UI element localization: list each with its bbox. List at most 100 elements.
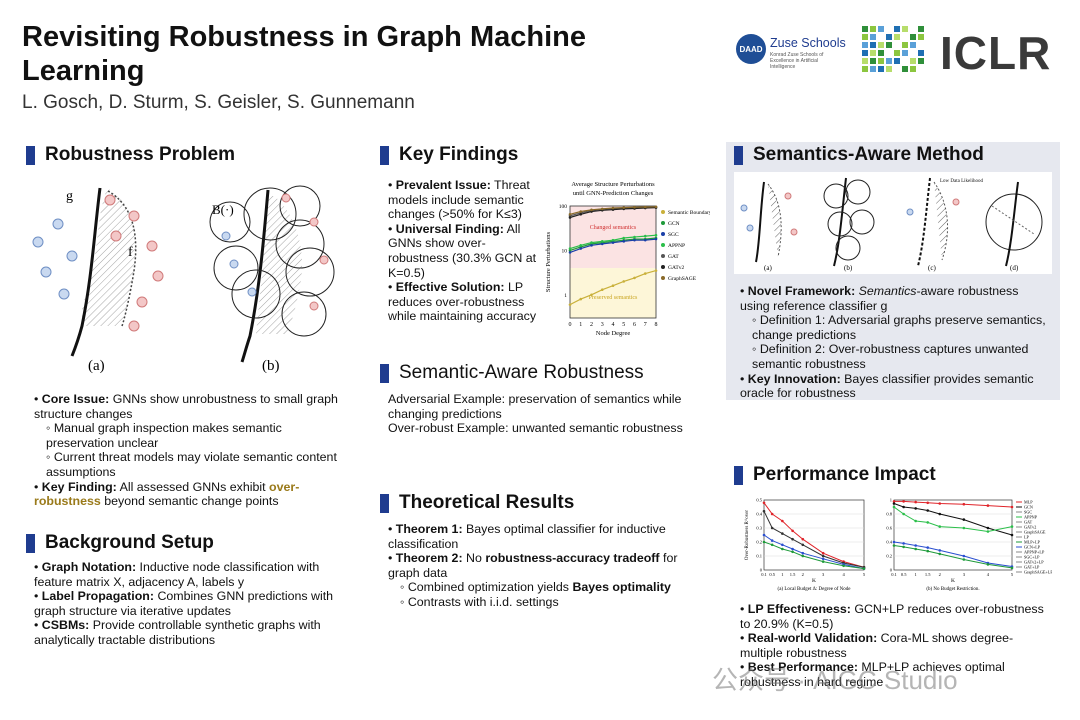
- method-panel-c: Low Data Likelihood (c): [906, 177, 984, 272]
- series-line-gcn: [763, 510, 865, 568]
- section-marker: [26, 145, 35, 165]
- logo-tile: [918, 58, 924, 64]
- x-tick-label: 1: [579, 322, 582, 328]
- logo-tile: [894, 58, 900, 64]
- data-point: [633, 235, 636, 239]
- data-point: [902, 512, 905, 516]
- data-point: [902, 500, 905, 503]
- panel-label-a: (a): [88, 358, 105, 374]
- x-tick-label: 5: [863, 572, 866, 577]
- logo-tile: [918, 50, 924, 56]
- legend-label: GATv2: [668, 265, 684, 271]
- y-axis-label: Over-Robustness R^over: [745, 510, 750, 560]
- data-point: [643, 205, 647, 209]
- data-point: [568, 249, 572, 252]
- data-point: [622, 240, 626, 243]
- series-line-gcn-pluslp: [893, 541, 1013, 567]
- data-point: [801, 537, 805, 541]
- logo-tile: [862, 58, 868, 64]
- x-tick-label: 1: [915, 572, 917, 577]
- data-point: [986, 530, 990, 533]
- data-point: [622, 280, 626, 283]
- logo-tile: [870, 66, 876, 72]
- logo-tile: [878, 50, 884, 56]
- legend-label: APPNP: [1024, 515, 1038, 520]
- subplot-caption: (b) No Budget Restriction.: [926, 587, 979, 592]
- data-point: [579, 247, 583, 250]
- legend-label: APPNP: [668, 243, 685, 249]
- x-axis-label: K: [812, 578, 816, 584]
- data-point: [762, 533, 766, 537]
- legend-label: Semantic Boundary: [668, 210, 710, 216]
- logo-tile: [910, 42, 916, 48]
- data-point: [938, 525, 942, 528]
- data-point: [622, 206, 626, 209]
- plot-frame: [763, 499, 865, 571]
- series-line-gcn-pluslp: [763, 534, 865, 570]
- legend-label: SGC+LP: [1024, 555, 1040, 560]
- data-point: [600, 207, 604, 211]
- legend-label: GCN: [1024, 505, 1033, 510]
- background-bullets: • Graph Notation: Inductive node classif…: [34, 560, 344, 648]
- data-point: [770, 526, 774, 530]
- section-marker: [734, 465, 743, 485]
- preserved-region: [570, 268, 656, 318]
- data-point: [926, 546, 930, 549]
- fig-label: (b): [844, 264, 853, 272]
- legend-marker: [661, 210, 665, 214]
- x-tick-label: 4: [842, 572, 845, 577]
- legend-label: GAT: [1024, 520, 1033, 525]
- legend-label: GCN: [668, 221, 680, 227]
- series-line-mlp-pluslp: [893, 545, 1013, 569]
- data-point: [654, 205, 658, 209]
- x-tick-label: 0.1: [761, 572, 767, 577]
- data-point: [926, 521, 930, 524]
- data-point: [600, 242, 604, 246]
- section-heading-performance-impact: Performance Impact: [734, 464, 936, 486]
- adversarial-example-text: Adversarial Example: preservation of sem…: [388, 392, 682, 421]
- data-point: [821, 560, 825, 563]
- data-point: [962, 518, 966, 521]
- x-tick-label: 2: [590, 322, 593, 328]
- legend-label: LP: [1024, 535, 1030, 540]
- over-robust-example-text: Over-robust Example: unwanted semantic r…: [388, 421, 683, 436]
- logo-tile: [894, 34, 900, 40]
- method-panel-d: (d): [985, 181, 1043, 272]
- y-tick-label: 10: [562, 248, 568, 254]
- zuse-schools-logo: Zuse Schools: [770, 36, 846, 50]
- data-point: [791, 537, 794, 541]
- series-line-mlp-pluslp: [763, 541, 865, 570]
- legend-label: GATv2+LP: [1024, 560, 1044, 565]
- key-innovation-item: • Key Innovation: Bayes classifier provi…: [740, 371, 1034, 401]
- logo-tile: [886, 66, 892, 72]
- logo-tile: [910, 34, 916, 40]
- performance-item: • Best Performance: MLP+LP achieves opti…: [740, 660, 1005, 689]
- x-tick-label: 2: [939, 572, 941, 577]
- y-tick-label: 1: [564, 293, 567, 299]
- legend-marker: [661, 276, 665, 280]
- label-b-ball: B(·): [212, 202, 234, 217]
- data-point: [622, 236, 626, 240]
- data-point: [643, 272, 647, 275]
- data-point: [821, 557, 825, 561]
- data-point: [962, 558, 966, 561]
- data-point: [590, 208, 593, 212]
- poster-title: Revisiting Robustness in Graph Machine L…: [22, 21, 586, 87]
- data-point: [762, 540, 766, 544]
- robustness-bullets: • Core Issue: GNNs show unrobustness to …: [34, 392, 342, 509]
- watermark-text: 公众号 · AIGC Studio: [712, 665, 958, 695]
- section-title: Key Findings: [399, 144, 519, 165]
- legend-marker: [661, 221, 665, 225]
- x-tick-label: 0.1: [891, 572, 897, 577]
- data-point: [821, 551, 825, 555]
- data-point: [892, 505, 896, 509]
- data-point: [590, 241, 593, 244]
- y-axis-label: Structure Perturbations: [545, 231, 552, 292]
- chart-title-line2: until GNN-Prediction Changes: [573, 190, 654, 197]
- fig-label: (d): [1010, 264, 1019, 272]
- data-point: [781, 543, 784, 547]
- x-tick-label: 7: [644, 322, 647, 328]
- legend-marker: [661, 254, 665, 258]
